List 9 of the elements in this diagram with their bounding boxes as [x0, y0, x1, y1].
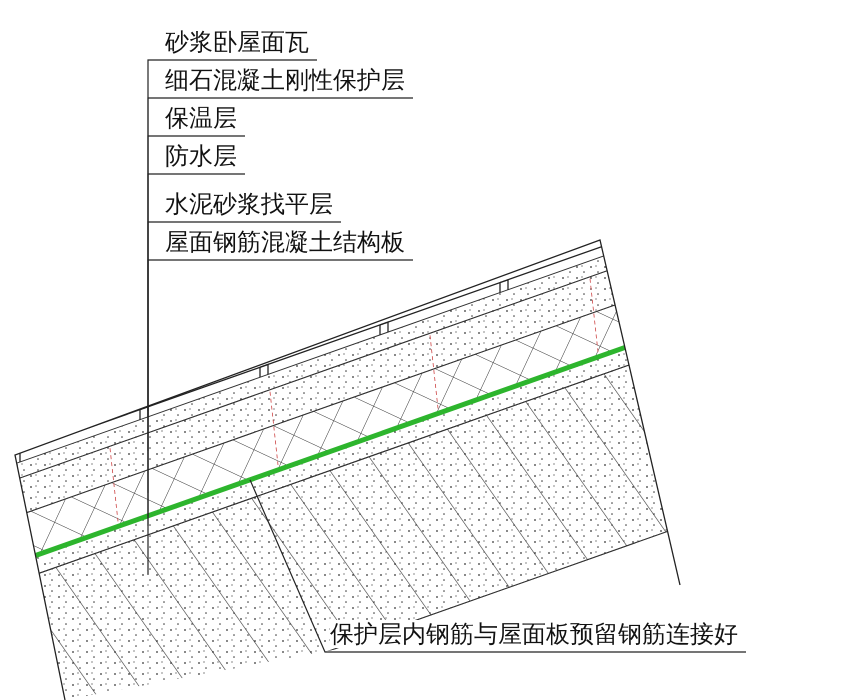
callout-label: 保护层内钢筋与屋面板预留钢筋连接好 — [330, 620, 738, 648]
leader-line — [249, 480, 746, 653]
callout-label: 屋面钢筋混凝土结构板 — [165, 228, 405, 256]
callout-label: 砂浆卧屋面瓦 — [165, 28, 309, 56]
callout-label: 保温层 — [165, 104, 237, 132]
callout-label: 防水层 — [165, 142, 237, 170]
leader-line — [147, 259, 413, 575]
callout-label: 细石混凝土刚性保护层 — [165, 66, 405, 94]
callout-label: 水泥砂浆找平层 — [165, 190, 333, 218]
